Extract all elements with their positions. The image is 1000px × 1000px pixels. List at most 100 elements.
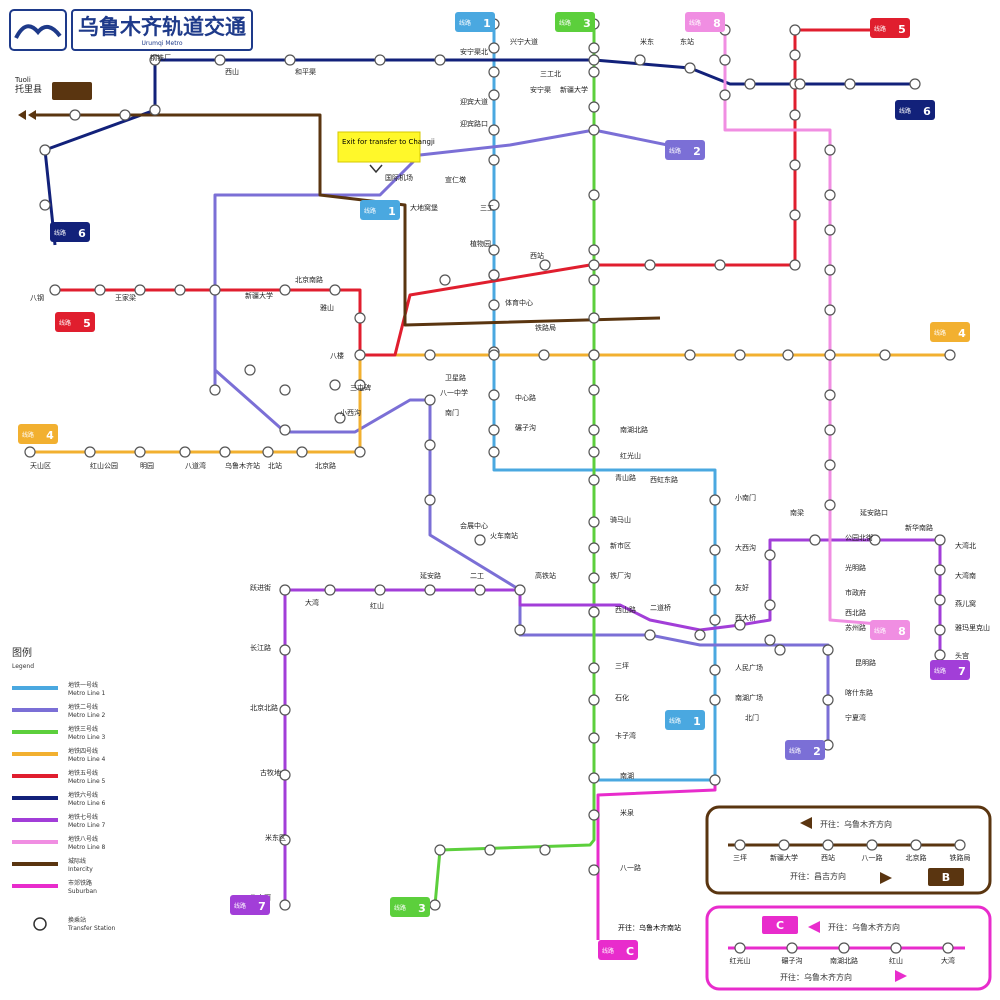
station-label: 北京南路 xyxy=(295,275,323,284)
legend-label: 地铁一号线 xyxy=(68,681,98,689)
line-badge-prefix: 线路 xyxy=(22,431,34,439)
line-badge-number: 8 xyxy=(898,625,906,638)
legend-label: 城际线 xyxy=(68,857,86,865)
station-label: 骑马山 xyxy=(610,515,631,524)
map-subtitle: Urumqi Metro xyxy=(141,40,182,47)
line-badge-number: 1 xyxy=(483,17,491,30)
station-circle xyxy=(588,124,600,136)
line-badge xyxy=(785,740,825,760)
station-label: 八楼 xyxy=(330,351,344,360)
station-circle xyxy=(588,54,600,66)
inset-badge xyxy=(928,868,964,886)
station-circle xyxy=(209,284,221,296)
logo-icon xyxy=(14,24,62,39)
station-circle xyxy=(279,644,291,656)
arrow-left-icon xyxy=(808,921,820,933)
station-circle xyxy=(588,662,600,674)
legend-sublabel: Metro Line 8 xyxy=(68,844,106,851)
line-2-path-south xyxy=(214,368,770,647)
station-markers xyxy=(24,18,956,911)
legend-transfer-sub: Transfer Station xyxy=(67,925,116,932)
station-circle xyxy=(279,769,291,781)
station-label: 公园北街 xyxy=(845,533,873,542)
station-circle xyxy=(279,284,291,296)
inset-station-label: 红山 xyxy=(889,956,903,965)
station-circle xyxy=(822,694,834,706)
title-box xyxy=(71,9,253,51)
intercity-inset xyxy=(705,805,992,895)
station-label: 二工 xyxy=(470,572,484,580)
line-badge-number: 8 xyxy=(713,17,721,30)
line-badge-prefix: 线路 xyxy=(934,667,946,675)
station-circle xyxy=(789,49,801,61)
station-label: 苏州路 xyxy=(845,623,866,632)
station-label: 延安路 xyxy=(420,571,441,580)
station-label: 宁夏湾 xyxy=(845,713,866,722)
terminal-sub: Tuoli xyxy=(14,76,31,84)
station-circle xyxy=(744,78,756,90)
station-label: 宣仁墩 xyxy=(445,175,466,184)
station-label: 米东 xyxy=(640,37,654,46)
inset-station xyxy=(734,942,746,954)
station-circle xyxy=(789,24,801,36)
station-label: 三屯碑 xyxy=(350,383,371,392)
transfer-icon xyxy=(33,917,47,931)
station-circle xyxy=(684,62,696,74)
line-badge-prefix: 线路 xyxy=(59,319,71,327)
suburban-inset-badge-text: C xyxy=(776,919,784,932)
station-circle xyxy=(709,494,721,506)
station-label: 南湖 xyxy=(620,771,634,780)
line-badge-prefix: 线路 xyxy=(669,717,681,725)
inset-station-label: 红光山 xyxy=(730,956,751,965)
arrow-right-icon xyxy=(880,872,892,884)
station-circle xyxy=(69,109,81,121)
airport-note-box xyxy=(337,131,421,163)
station-label: 明园 xyxy=(140,462,154,470)
station-circle xyxy=(588,516,600,528)
station-circle xyxy=(694,629,706,641)
station-circle xyxy=(764,549,776,561)
line-4-path xyxy=(28,353,950,454)
station-circle xyxy=(354,379,366,391)
line-badge-number: 4 xyxy=(46,429,54,442)
line-badge xyxy=(55,312,95,332)
station-label: 东站 xyxy=(680,37,694,46)
station-circle xyxy=(709,614,721,626)
station-label: 迎宾路口 xyxy=(460,119,488,128)
station-circle xyxy=(84,446,96,458)
station-label: 火车南站 xyxy=(490,531,518,540)
station-circle xyxy=(488,299,500,311)
station-circle xyxy=(588,809,600,821)
station-circle xyxy=(934,564,946,576)
station-circle xyxy=(934,649,946,661)
station-circle xyxy=(709,584,721,596)
station-circle xyxy=(588,349,600,361)
station-circle xyxy=(24,446,36,458)
station-label: 王家梁 xyxy=(115,293,136,302)
station-labels: 青格达湖安宁渠北兴宁大道三工北安宁渠迎宾大道新疆大学米东东站迎宾路口宣仁墩国际机… xyxy=(30,23,990,902)
arrow-right-icon xyxy=(895,970,907,982)
station-label: 钢铁厂 xyxy=(150,53,171,62)
station-circle xyxy=(424,394,436,406)
station-circle xyxy=(809,534,821,546)
inset-station xyxy=(866,839,878,851)
station-circle xyxy=(824,424,836,436)
legend-label: 地铁四号线 xyxy=(68,747,98,755)
station-circle xyxy=(262,446,274,458)
station-circle xyxy=(284,54,296,66)
station-label: 米泉 xyxy=(620,808,634,817)
station-circle xyxy=(119,109,131,121)
station-circle xyxy=(709,664,721,676)
station-circle xyxy=(474,584,486,596)
airport-note: Exit for transfer to Changji xyxy=(342,138,435,146)
line-6-path xyxy=(43,58,915,246)
inset-station xyxy=(910,839,922,851)
station-circle xyxy=(824,304,836,316)
line-badge-prefix: 线路 xyxy=(54,229,66,237)
station-label: 植物园 xyxy=(470,239,491,248)
line-badge xyxy=(18,424,58,444)
station-circle xyxy=(588,384,600,396)
station-circle xyxy=(944,349,956,361)
station-label: 喀什东路 xyxy=(845,688,873,697)
station-circle xyxy=(588,42,600,54)
